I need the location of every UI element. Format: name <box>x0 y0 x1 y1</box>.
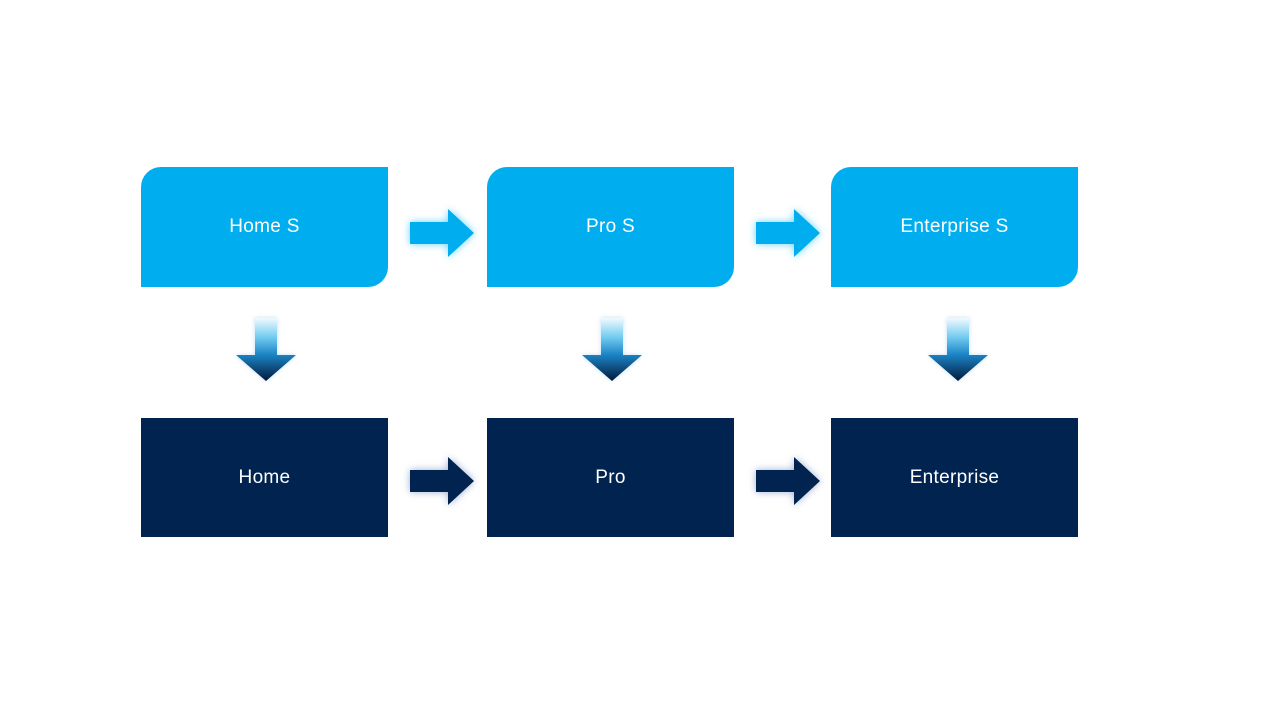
down-arrow-icon-3[interactable] <box>928 318 988 381</box>
box-enterprise-s[interactable]: Enterprise S <box>831 167 1078 287</box>
box-home[interactable]: Home <box>141 418 388 537</box>
right-arrow-icon-bottom-1[interactable] <box>410 457 474 505</box>
box-enterprise-label: Enterprise <box>909 466 1000 488</box>
box-home-label: Home <box>238 466 291 488</box>
box-enterprise-s-label: Enterprise S <box>900 216 1009 237</box>
right-arrow-icon-bottom-2[interactable] <box>756 457 820 505</box>
box-home-s[interactable]: Home S <box>141 167 388 287</box>
box-pro-label: Pro <box>595 466 626 488</box>
box-enterprise[interactable]: Enterprise <box>831 418 1078 537</box>
down-arrow-icon-2[interactable] <box>582 318 642 381</box>
box-pro-s-label: Pro S <box>585 216 636 237</box>
box-pro-s[interactable]: Pro S <box>487 167 734 287</box>
right-arrow-icon-top-1[interactable] <box>410 209 474 257</box>
box-home-s-label: Home S <box>229 216 300 237</box>
box-pro[interactable]: Pro <box>487 418 734 537</box>
down-arrow-icon-1[interactable] <box>236 318 296 381</box>
right-arrow-icon-top-2[interactable] <box>756 209 820 257</box>
